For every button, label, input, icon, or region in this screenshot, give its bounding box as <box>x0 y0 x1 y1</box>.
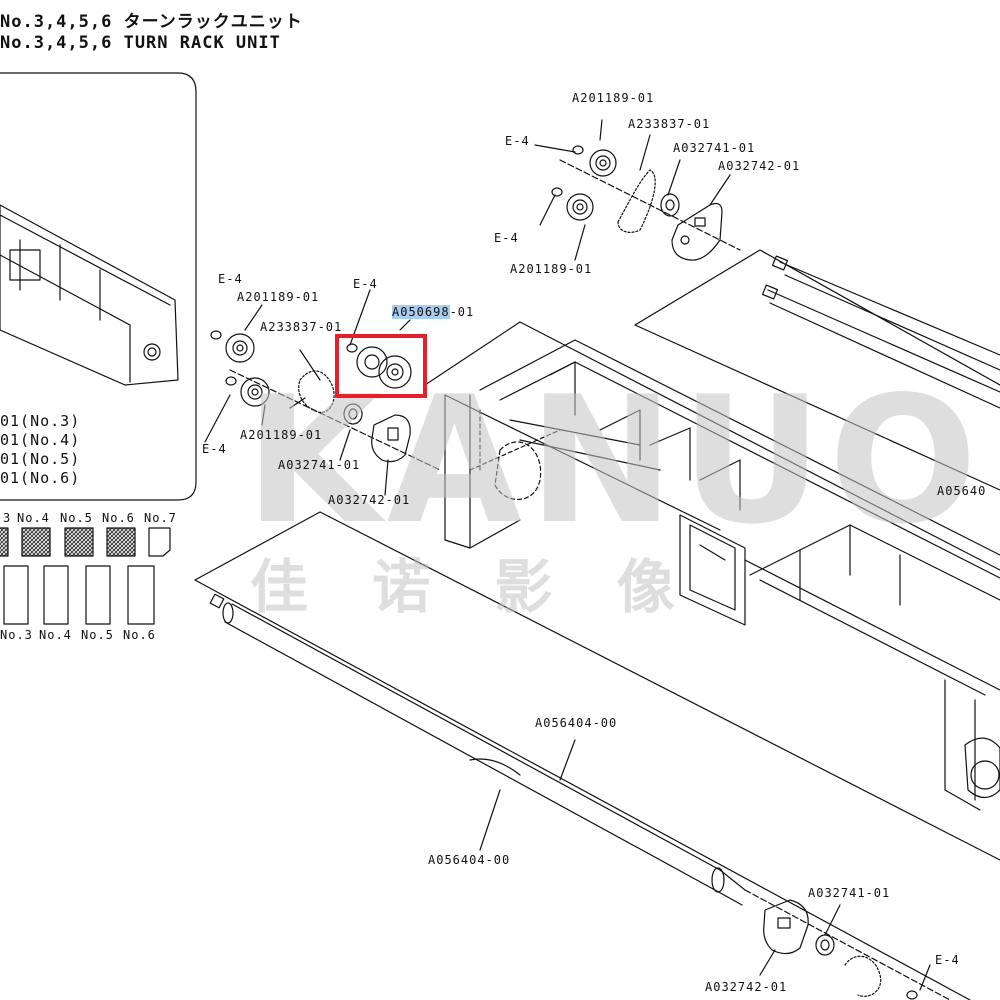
part-label-a032741[interactable]: A032741-01 <box>278 458 361 472</box>
inset-frame <box>0 72 197 501</box>
swatch-label-3: 3 <box>3 511 12 525</box>
part-label-a056404[interactable]: A056404-00 <box>535 716 618 730</box>
part-label-a201189[interactable]: A201189-01 <box>510 262 593 276</box>
long-roller <box>209 593 746 906</box>
part-label-a201189[interactable]: A201189-01 <box>240 428 323 442</box>
part-label-a050698-selected[interactable]: A050698-01 <box>392 305 474 319</box>
selection-highlight-box <box>335 334 427 398</box>
part-label-a201189[interactable]: A201189-01 <box>237 290 320 304</box>
top-gear-2 <box>566 193 594 221</box>
swatch-label-no6: No.6 <box>102 511 135 525</box>
part-label-a056404[interactable]: A056404-00 <box>428 853 511 867</box>
part-label-a032742[interactable]: A032742-01 <box>718 159 801 173</box>
top-panel-outline <box>634 249 1000 491</box>
top-gear-1 <box>589 149 617 177</box>
inset-variant-no6: 01(No.6) <box>0 469 81 487</box>
rack-label-no6: No.6 <box>123 628 156 642</box>
roller-panel-outline <box>194 511 1000 1000</box>
part-label-e4[interactable]: E-4 <box>494 231 519 245</box>
swatch-label-no5: No.5 <box>60 511 93 525</box>
inset-variant-no4: 01(No.4) <box>0 431 81 449</box>
part-label-a056404-right[interactable]: A05640 <box>937 484 987 498</box>
part-label-e4[interactable]: E-4 <box>505 134 530 148</box>
rack-unit-body <box>424 321 1000 811</box>
part-label-e4[interactable]: E-4 <box>353 277 378 291</box>
inset-variant-no5: 01(No.5) <box>0 450 81 468</box>
part-label-a233837[interactable]: A233837-01 <box>260 320 343 334</box>
part-label-a233837[interactable]: A233837-01 <box>628 117 711 131</box>
inset-variant-no3: 01(No.3) <box>0 412 81 430</box>
part-label-a032741[interactable]: A032741-01 <box>808 886 891 900</box>
part-label-a032741[interactable]: A032741-01 <box>673 141 756 155</box>
rack-label-no4: No.4 <box>39 628 72 642</box>
selected-double-gear <box>356 346 412 389</box>
part-code-suffix: -01 <box>449 305 475 319</box>
part-label-e4[interactable]: E-4 <box>935 953 960 967</box>
page-title-japanese: No.3,4,5,6 ターンラックユニット <box>0 12 303 32</box>
swatch-label-no7: No.7 <box>144 511 177 525</box>
part-code-highlight: A050698 <box>392 305 450 319</box>
mid-gear-1 <box>225 333 255 363</box>
swatch-label-no4: No.4 <box>17 511 50 525</box>
part-label-a032742[interactable]: A032742-01 <box>705 980 788 994</box>
part-label-e4[interactable]: E-4 <box>218 272 243 286</box>
mid-gear-2 <box>240 377 270 407</box>
part-label-e4[interactable]: E-4 <box>202 442 227 456</box>
page-title-english: No.3,4,5,6 TURN RACK UNIT <box>0 33 281 53</box>
rack-label-no3: No.3 <box>0 628 33 642</box>
part-label-a032742[interactable]: A032742-01 <box>328 493 411 507</box>
rack-label-no5: No.5 <box>81 628 114 642</box>
part-label-a201189[interactable]: A201189-01 <box>572 91 655 105</box>
